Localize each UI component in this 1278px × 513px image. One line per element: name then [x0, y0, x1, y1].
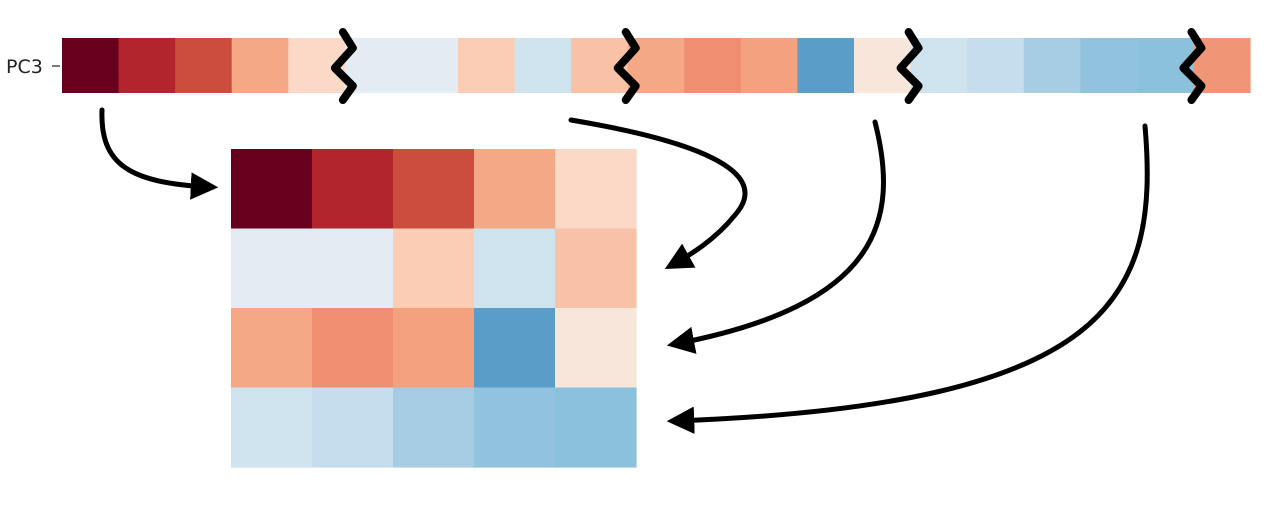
matrix-cell [393, 228, 475, 309]
arrow-row-4 [666, 123, 1150, 435]
matrix-cell [231, 387, 313, 468]
matrix-cell [474, 228, 556, 309]
break-mark [896, 28, 923, 104]
break-marks [330, 28, 1206, 104]
break-mark [330, 28, 357, 104]
matrix-cell [231, 149, 313, 230]
break-mark [1179, 28, 1206, 104]
matrix-cell [393, 149, 475, 230]
matrix-cell [312, 228, 394, 309]
strip-label: PC3 [6, 56, 43, 78]
strip-cell [401, 38, 459, 93]
matrix-cell [555, 308, 637, 389]
matrix-cell [393, 387, 475, 468]
reshaped-matrix [231, 149, 637, 468]
matrix-cell [474, 387, 556, 468]
matrix-cell [474, 149, 556, 230]
matrix-cell [555, 228, 637, 309]
matrix-cell [231, 308, 313, 389]
matrix-cell [555, 149, 637, 230]
matrix-cell [555, 387, 637, 468]
matrix-cell [312, 149, 394, 230]
strip-cell [175, 38, 233, 93]
strip-cell [62, 38, 120, 93]
strip-cell [797, 38, 855, 93]
matrix-cell [474, 308, 556, 389]
strip-cell [514, 38, 572, 93]
strip-cell [684, 38, 742, 93]
strip-cell [740, 38, 799, 93]
strip-cell [231, 38, 289, 93]
strip-cell [967, 38, 1025, 93]
matrix-cell [312, 308, 394, 389]
arrow-row-3 [666, 119, 886, 354]
matrix-cell [312, 387, 394, 468]
strip-cell [458, 38, 516, 93]
mapping-arrows [99, 107, 1150, 435]
strip-cell [1023, 38, 1081, 93]
strip-cell [118, 38, 176, 93]
strip-cell [1080, 38, 1138, 93]
matrix-cell [393, 308, 475, 389]
arrow-row-1 [99, 107, 219, 200]
arrow-row-2 [568, 117, 748, 270]
break-mark [613, 28, 640, 104]
matrix-cell [231, 228, 313, 309]
pc3-strip [62, 38, 1251, 93]
